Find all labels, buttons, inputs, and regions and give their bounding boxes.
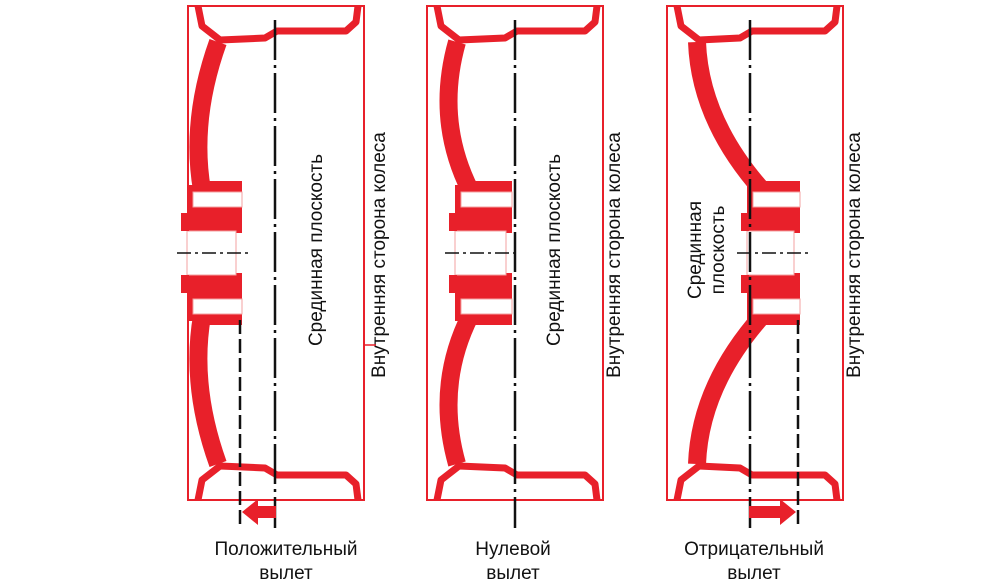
mid-plane-label: Срединная xyxy=(685,201,706,299)
label-line2: вылет xyxy=(727,563,781,584)
label-line1: Положительный xyxy=(214,539,358,560)
mid-plane-label: Срединная плоскость xyxy=(544,154,565,346)
label-zero-offset: Нулевой вылет xyxy=(413,538,613,586)
bolt-hole xyxy=(460,298,513,315)
wheel-bottom-half xyxy=(673,5,841,233)
hub-lip xyxy=(741,213,749,231)
label-line1: Отрицательный xyxy=(684,539,824,560)
label-line2: вылет xyxy=(486,563,540,584)
wheel-top-half xyxy=(673,273,841,501)
wheel-disc xyxy=(439,307,512,467)
label-line2: вылет xyxy=(259,563,313,584)
offset-arrow-icon xyxy=(242,499,276,525)
inner-side-label: Внутренняя сторона колеса xyxy=(844,132,865,378)
bolt-hole xyxy=(192,298,243,315)
hub-lip xyxy=(181,275,189,293)
mid-plane-label: Срединная плоскость xyxy=(306,154,327,346)
hub-lip xyxy=(741,275,749,293)
wheel-disc xyxy=(189,38,242,199)
wheel-top-half xyxy=(187,273,362,501)
bolt-hole xyxy=(752,191,801,208)
wheel-positive: Срединная плоскость Внутренняя сторона ко… xyxy=(177,5,390,528)
wheel-bottom-half xyxy=(433,5,601,233)
label-positive-offset: Положительный вылет xyxy=(186,538,386,586)
inner-side-label: Внутренняя сторона колеса xyxy=(604,132,625,378)
rim-profile xyxy=(673,5,841,44)
rim-profile xyxy=(673,462,841,501)
inner-side-label: Внутренняя сторона колеса xyxy=(369,132,390,378)
mid-plane-label: плоскость xyxy=(708,205,729,294)
bolt-hole xyxy=(192,191,243,208)
hub-lip xyxy=(181,213,189,231)
hub-lip xyxy=(449,213,457,231)
wheel-top-half xyxy=(433,273,601,501)
wheel-bottom-half xyxy=(187,5,362,233)
wheel-disc xyxy=(189,307,242,468)
wheel-disc xyxy=(688,307,800,465)
rim-profile xyxy=(194,5,362,44)
label-line1: Нулевой xyxy=(475,539,551,560)
bolt-hole xyxy=(460,191,513,208)
offset-arrow-icon xyxy=(749,499,796,525)
rim-profile xyxy=(194,462,362,501)
wheel-zero: Срединная плоскость Внутренняя сторона ко… xyxy=(426,5,625,528)
wheel-disc xyxy=(688,41,800,199)
rim-profile xyxy=(433,5,601,44)
bolt-hole xyxy=(752,298,801,315)
rim-profile xyxy=(433,462,601,501)
wheel-outline xyxy=(666,5,844,501)
wheel-disc xyxy=(439,39,512,199)
hub-lip xyxy=(449,275,457,293)
label-negative-offset: Отрицательный вылет xyxy=(654,538,854,586)
